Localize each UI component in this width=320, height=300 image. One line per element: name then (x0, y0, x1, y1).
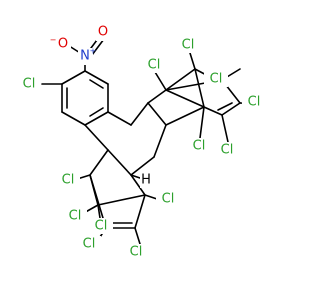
upper-chlorine-4-label: Cl (248, 95, 261, 110)
bond (153, 124, 167, 158)
upper-chlorine-6-label: Cl (221, 143, 234, 158)
bond (84, 70, 109, 85)
aromatic-inner-bond (89, 107, 104, 117)
nitro-nitrogen-label: N (80, 49, 90, 64)
lower-chlorine-4-label: Cl (83, 237, 96, 252)
bond (165, 106, 205, 126)
bond (203, 106, 223, 116)
bond (147, 102, 167, 126)
bond-c-cl (189, 52, 196, 70)
bond (130, 174, 146, 196)
bond (97, 194, 146, 206)
upper-chlorine-5-label: Cl (193, 139, 206, 154)
bond (107, 111, 132, 126)
bond-c-cl (97, 204, 101, 219)
bond-c-cl (221, 114, 229, 143)
bond (107, 149, 132, 176)
lower-chlorine-2-label: Cl (69, 209, 82, 224)
nitro-oxygen-anion-label: O (58, 37, 68, 52)
bond (84, 111, 109, 126)
bond (147, 89, 167, 104)
bond (61, 111, 86, 126)
bond (130, 102, 149, 126)
cation-charge-label: + (90, 47, 97, 56)
lower-chlorine-6-label: Cl (162, 192, 175, 207)
bond (165, 68, 196, 91)
aromatic-inner-bond (89, 79, 104, 89)
atom-labels: O − N + O Cl Cl Cl Cl Cl Cl Cl Cl Cl Cl … (17, 24, 266, 260)
lower-chlorine-1-label: Cl (62, 173, 75, 188)
aryl-chlorine-label: Cl (23, 77, 36, 92)
bond (89, 149, 109, 176)
ring-fusion-hydrogen-label: H (141, 173, 151, 188)
molecule-structure-diagram: O − N + O Cl Cl Cl Cl Cl Cl Cl Cl Cl Cl … (17, 24, 266, 260)
lower-chlorine-3-label: Cl (95, 219, 108, 234)
bond (165, 89, 205, 108)
lower-chlorine-5-label: Cl (130, 245, 143, 260)
bond-c-cl (134, 227, 141, 245)
upper-chlorine-2-label: Cl (182, 38, 195, 53)
upper-chlorine-3-label: Cl (210, 72, 223, 87)
bond (61, 70, 86, 85)
bond (130, 156, 155, 176)
nitro-oxygen-double-label: O (98, 25, 108, 40)
bond (134, 194, 146, 229)
upper-chlorine-1-label: Cl (148, 58, 161, 73)
bond-c-cl (199, 106, 205, 139)
bond (221, 102, 241, 116)
bond-c-cl (154, 71, 167, 91)
alkene-inner-bond (217, 102, 233, 111)
bond (84, 124, 109, 151)
anion-charge-label: − (50, 36, 57, 45)
bond (194, 68, 205, 108)
